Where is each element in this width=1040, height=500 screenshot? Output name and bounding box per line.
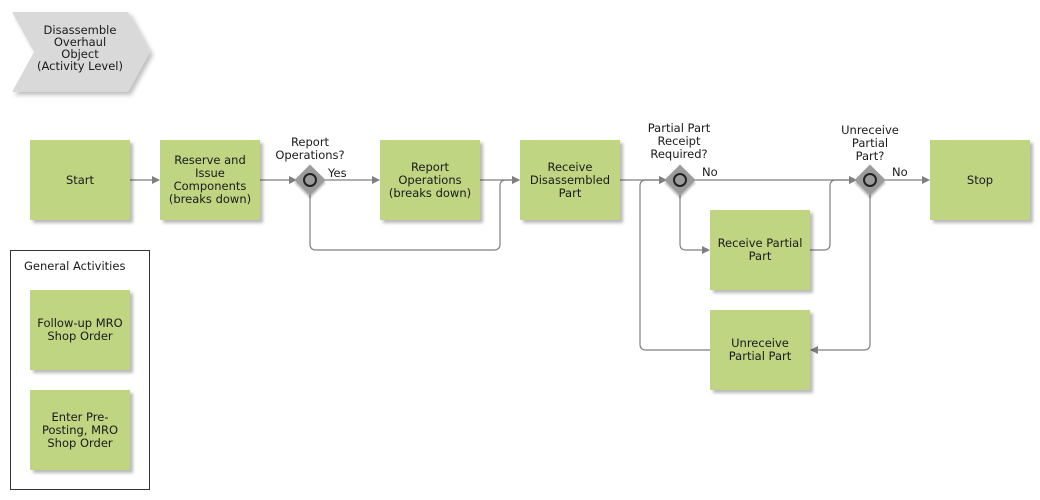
edge-unreceive-loop bbox=[639, 176, 710, 351]
gateway-marker-icon bbox=[303, 173, 317, 187]
process-header-label: Disassemble Overhaul Object (Activity Le… bbox=[37, 23, 123, 73]
process-header-chevron bbox=[12, 12, 150, 92]
receive-disassembled-part-activity[interactable]: Receive Disassembled Part bbox=[520, 140, 620, 220]
start-event[interactable]: Start bbox=[30, 140, 130, 220]
reserve-issue-components-activity[interactable]: Reserve and Issue Components (breaks dow… bbox=[160, 140, 260, 220]
report-operations-activity[interactable]: Report Operations (breaks down) bbox=[380, 140, 480, 220]
no-label: No bbox=[892, 165, 908, 179]
edge-gateway2-receive-partial bbox=[679, 194, 710, 254]
receive-partial-part-activity[interactable]: Receive Partial Part bbox=[710, 210, 810, 290]
general-activities-title: General Activities bbox=[24, 259, 126, 273]
no-label: No bbox=[702, 165, 718, 179]
yes-label: Yes bbox=[328, 166, 347, 180]
gateway-marker-icon bbox=[863, 173, 877, 187]
report-operations-question: Report Operations? bbox=[275, 135, 345, 162]
edge-gateway1-skip bbox=[309, 176, 520, 251]
follow-up-mro-shop-order-activity[interactable]: Follow-up MRO Shop Order bbox=[30, 290, 130, 370]
stop-event[interactable]: Stop bbox=[930, 140, 1030, 220]
edge-gateway3-unreceive bbox=[810, 194, 871, 354]
gateway-marker-icon bbox=[673, 173, 687, 187]
enter-pre-posting-mro-shop-order-activity[interactable]: Enter Pre- Posting, MRO Shop Order bbox=[30, 390, 130, 470]
partial-receipt-question: Partial Part Receipt Required? bbox=[647, 121, 711, 161]
edge-receive-partial-gateway3 bbox=[810, 176, 857, 251]
unreceive-partial-part-activity[interactable]: Unreceive Partial Part bbox=[710, 310, 810, 390]
unreceive-partial-question: Unreceive Partial Part? bbox=[841, 123, 899, 163]
